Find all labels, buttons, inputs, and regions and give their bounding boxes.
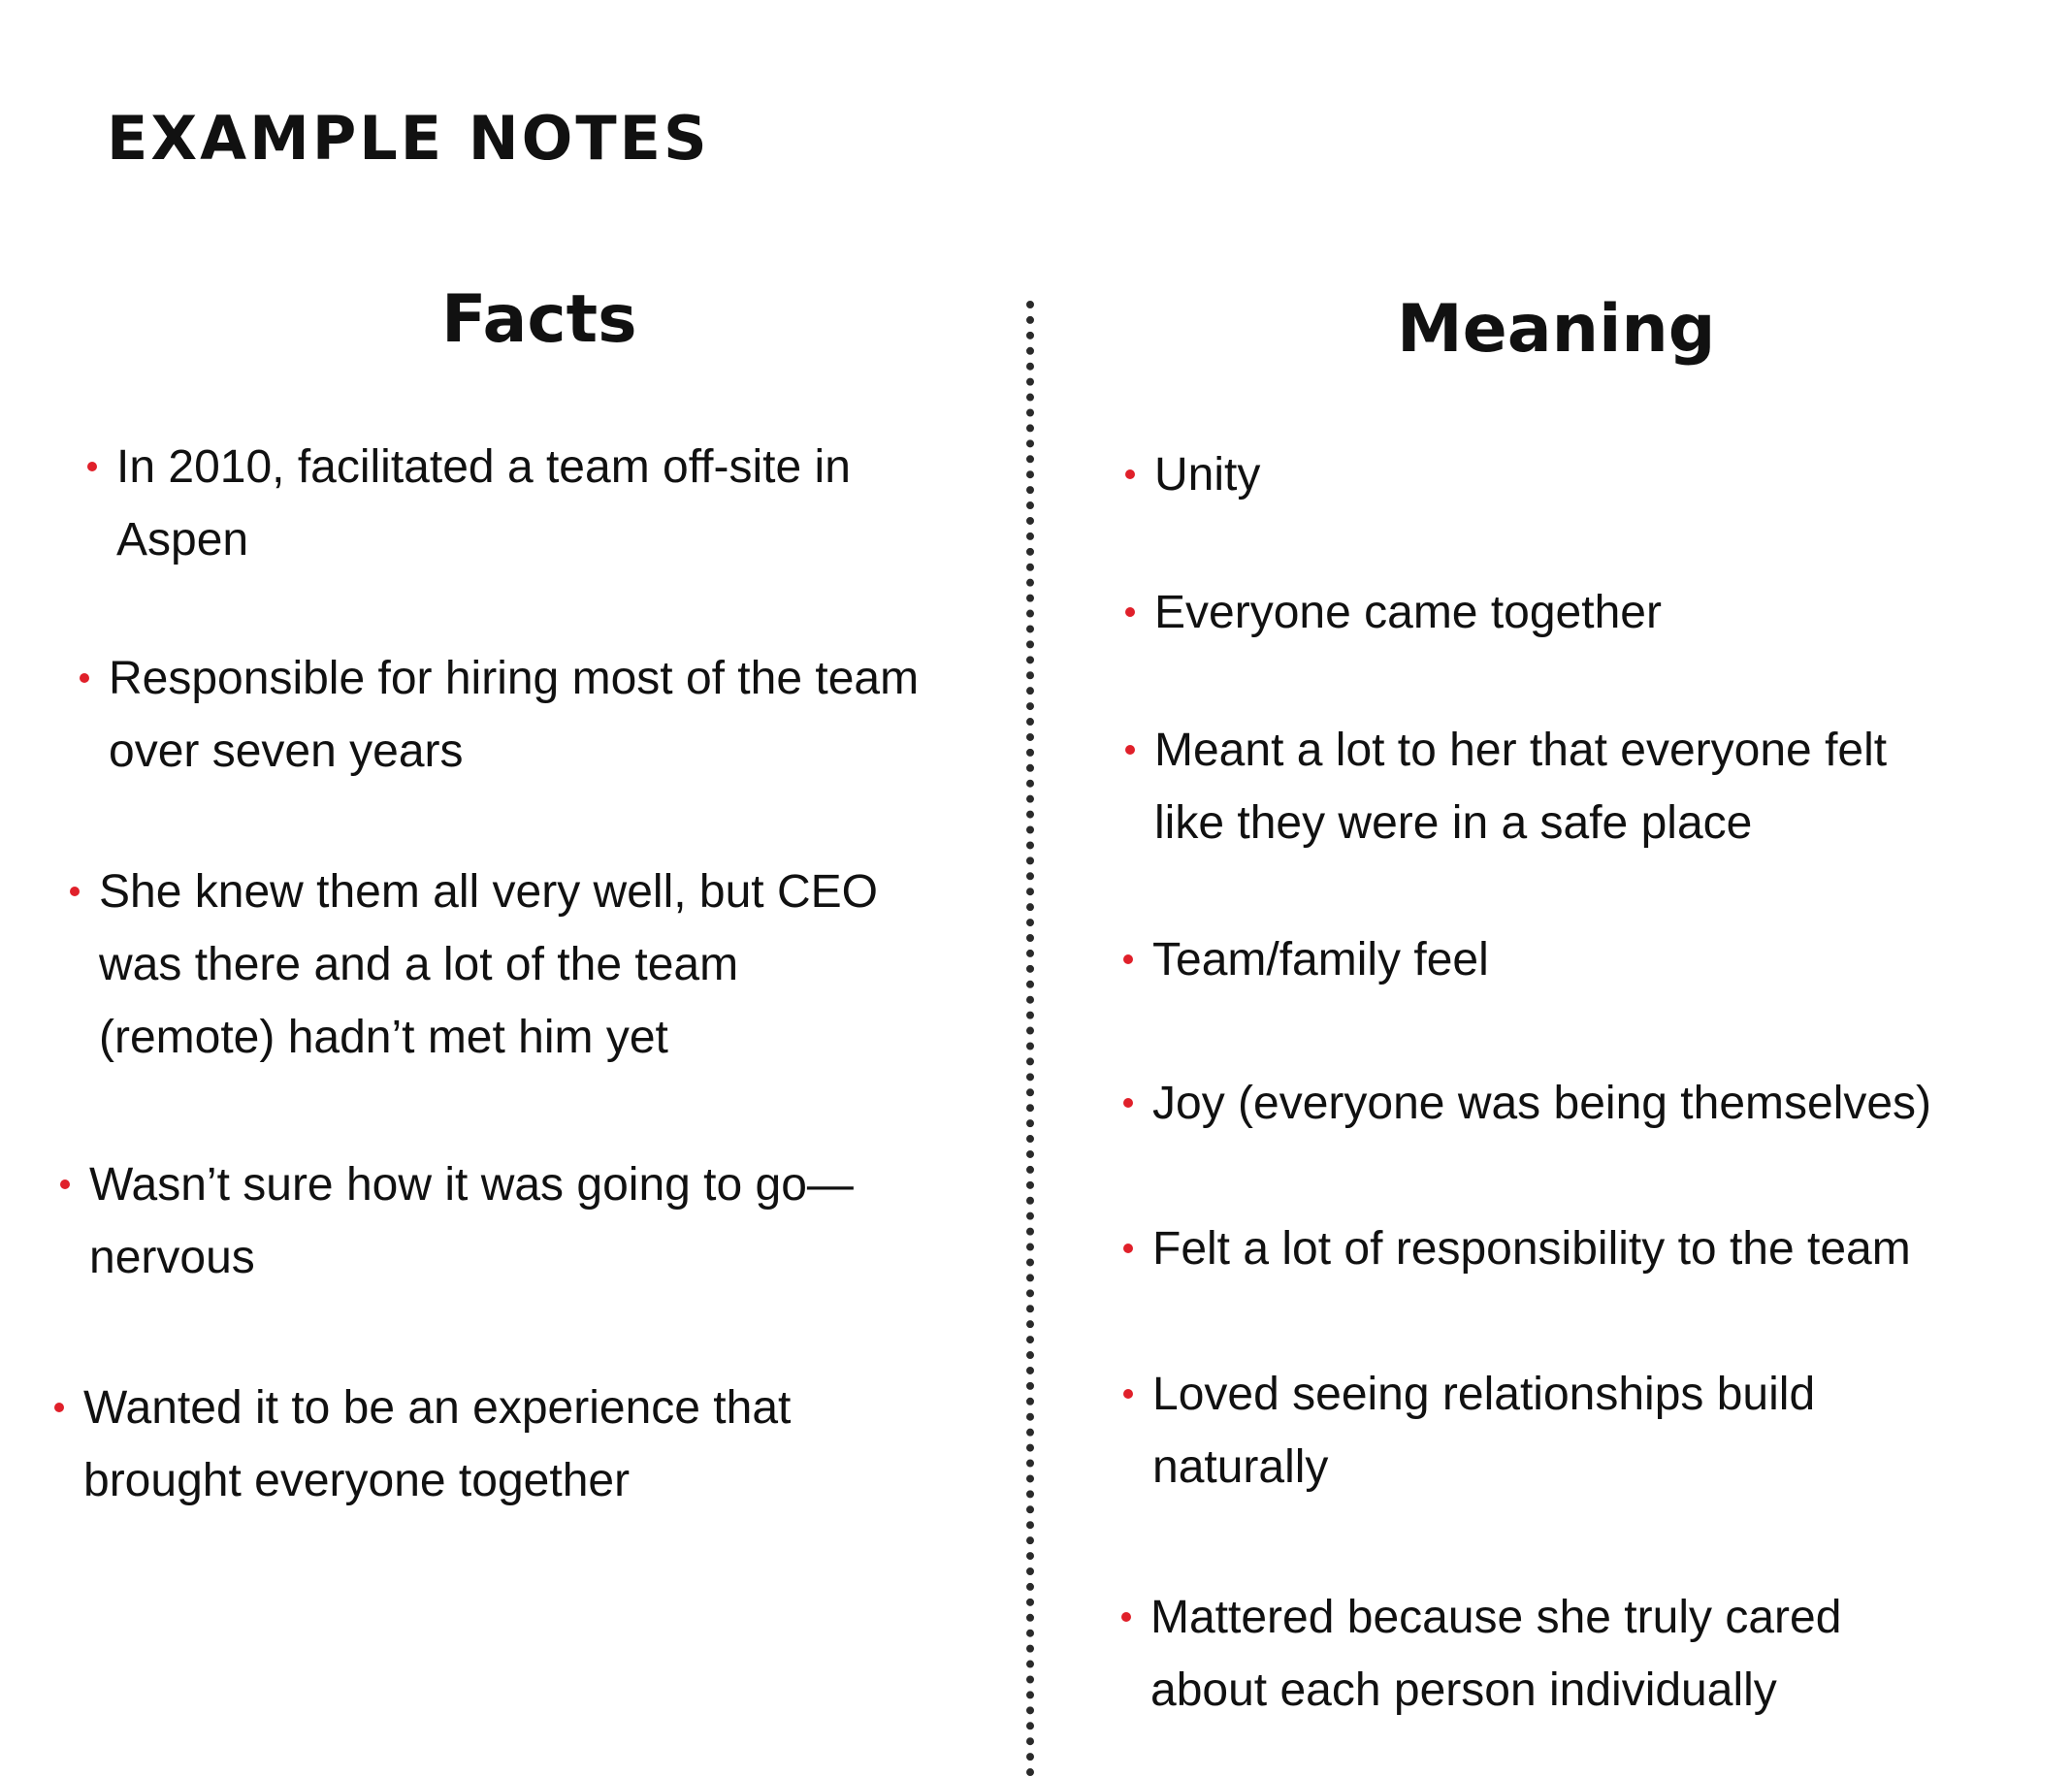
column-divider (1026, 301, 1034, 1777)
bullet-icon (1125, 607, 1135, 617)
list-item: Wasn’t sure how it was going to go—nervo… (60, 1148, 894, 1294)
bullet-icon (60, 1179, 70, 1189)
list-item: Everyone came together (1125, 576, 1930, 649)
list-item-text: In 2010, facilitated a team off-site in … (116, 441, 851, 565)
bullet-icon (1125, 745, 1135, 755)
bullet-icon (1123, 1244, 1133, 1253)
list-item-text: Everyone came together (1154, 587, 1662, 638)
bullet-icon (1123, 1389, 1133, 1399)
list-item: In 2010, facilitated a team off-site in … (87, 431, 912, 576)
list-item: Team/family feel (1123, 923, 1928, 996)
bullet-icon (87, 462, 97, 471)
bullet-icon (54, 1403, 64, 1412)
page-title: EXAMPLE NOTES (107, 103, 710, 174)
list-item-text: Unity (1154, 449, 1261, 501)
list-item-text: Wasn’t sure how it was going to go—nervo… (89, 1159, 854, 1283)
list-item: Unity (1125, 438, 1930, 511)
bullet-icon (1121, 1612, 1131, 1622)
list-item: Joy (everyone was being themselves) (1123, 1067, 1987, 1140)
meaning-heading: Meaning (1397, 291, 1716, 368)
list-item-text: Joy (everyone was being themselves) (1152, 1078, 1932, 1129)
list-item-text: Meant a lot to her that everyone felt li… (1154, 725, 1888, 849)
list-item-text: She knew them all very well, but CEO was… (99, 866, 878, 1063)
list-item-text: Team/family feel (1152, 934, 1489, 985)
list-item: She knew them all very well, but CEO was… (70, 856, 923, 1074)
list-item-text: Responsible for hiring most of the team … (109, 653, 920, 777)
bullet-icon (1123, 954, 1133, 964)
list-item-text: Mattered because she truly cared about e… (1150, 1592, 1842, 1716)
list-item-text: Wanted it to be an experience that broug… (83, 1382, 792, 1506)
list-item: Mattered because she truly cared about e… (1121, 1581, 1907, 1727)
list-item: Responsible for hiring most of the team … (80, 642, 962, 788)
facts-heading: Facts (441, 281, 637, 358)
bullet-icon (1123, 1098, 1133, 1108)
bullet-icon (1125, 469, 1135, 479)
list-item: Felt a lot of responsibility to the team (1123, 1212, 2006, 1285)
list-item: Loved seeing relationships build natural… (1123, 1358, 1890, 1503)
list-item: Meant a lot to her that everyone felt li… (1125, 714, 1930, 859)
list-item: Wanted it to be an experience that broug… (54, 1372, 869, 1517)
list-item-text: Loved seeing relationships build natural… (1152, 1369, 1816, 1493)
bullet-icon (70, 887, 80, 896)
list-item-text: Felt a lot of responsibility to the team (1152, 1223, 1911, 1275)
bullet-icon (80, 673, 89, 683)
